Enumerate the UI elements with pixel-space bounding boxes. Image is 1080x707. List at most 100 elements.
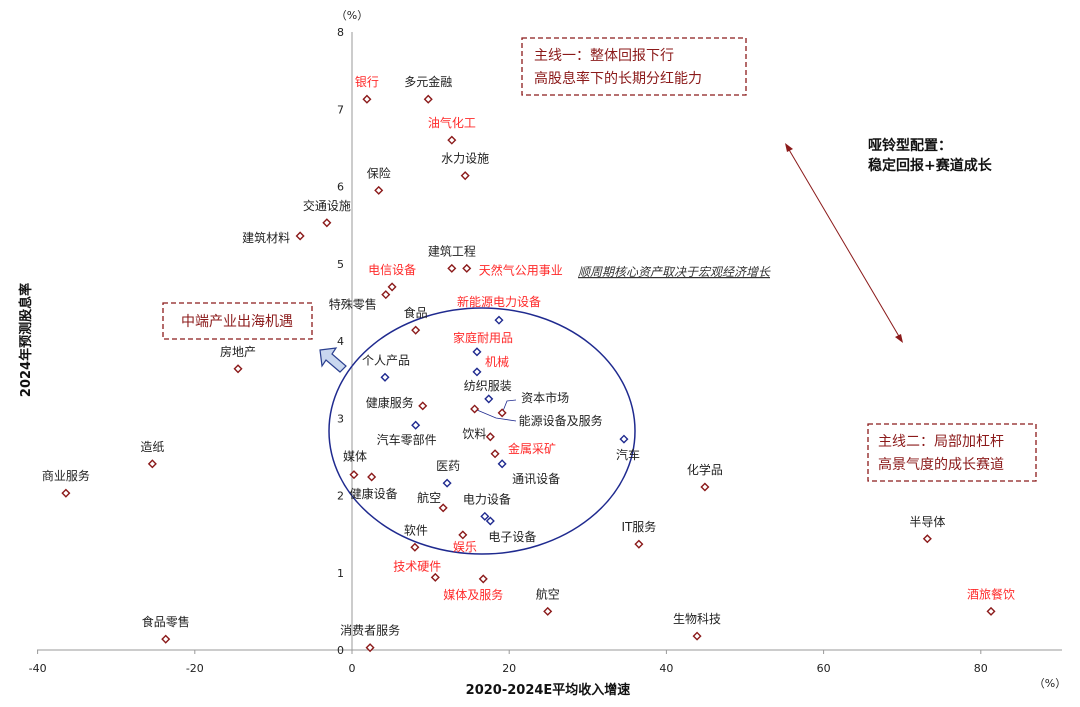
point-marker	[484, 394, 494, 404]
point-label: 电信设备	[368, 263, 416, 277]
point-label: 造纸	[140, 440, 164, 454]
barbell-line2: 稳定回报+赛道成长	[868, 157, 993, 174]
barbell-line1: 哑铃型配置：	[868, 137, 952, 154]
point-label: 媒体及服务	[443, 587, 503, 602]
point-label: 医药	[436, 459, 460, 473]
x-tick-label: 20	[502, 662, 516, 675]
point-label: 保险	[367, 165, 391, 180]
point-marker	[986, 606, 996, 616]
point-label: 航空	[536, 586, 560, 601]
data-point: 消费者服务	[340, 623, 400, 653]
y-tick-label: 4	[337, 335, 344, 348]
point-label: 油气化工	[428, 115, 476, 130]
point-marker	[322, 218, 332, 228]
point-marker	[472, 367, 482, 377]
point-marker	[472, 347, 482, 357]
point-label: 特殊零售	[329, 297, 377, 312]
point-label: 机械	[485, 354, 509, 369]
x-tick-label: 40	[659, 662, 673, 675]
point-label: 娱乐	[453, 540, 477, 554]
point-marker	[458, 530, 468, 540]
point-label: 纺织服装	[464, 379, 512, 393]
point-label: 商业服务	[42, 468, 90, 483]
y-tick-label: 5	[337, 258, 344, 271]
leader-lines	[476, 399, 517, 422]
point-label: 银行	[355, 75, 379, 89]
point-label: 化学品	[687, 462, 723, 477]
point-marker	[233, 364, 243, 374]
cluster-ellipse	[328, 307, 636, 555]
point-marker	[387, 282, 397, 292]
point-marker	[410, 542, 420, 552]
point-marker	[380, 372, 390, 382]
theme2-box: 主线二：局部加杠杆 高景气度的成长赛道	[867, 423, 1037, 482]
point-label: 资本市场	[521, 390, 569, 405]
point-marker	[367, 472, 377, 482]
data-point: 造纸	[140, 440, 164, 469]
point-marker	[485, 516, 495, 526]
point-marker	[447, 263, 457, 273]
point-marker	[462, 263, 472, 273]
point-marker	[497, 459, 507, 469]
data-point: 建筑工程	[428, 243, 476, 273]
x-axis-label: 2020-2024E平均收入增速	[466, 682, 631, 698]
data-point: 资本市场	[497, 390, 569, 418]
point-label: 交通设施	[303, 198, 351, 213]
point-label: 健康服务	[366, 395, 414, 410]
data-point: 媒体	[343, 450, 367, 480]
point-marker	[381, 290, 391, 300]
point-label: 金属采矿	[508, 441, 556, 456]
point-marker	[543, 606, 553, 616]
x-tick-label: -40	[29, 662, 47, 675]
data-point: 能源设备及服务	[470, 404, 603, 428]
y-tick-label: 1	[337, 567, 344, 580]
x-tick-label: 80	[974, 662, 988, 675]
point-marker	[411, 420, 421, 430]
point-label: IT服务	[621, 519, 656, 534]
data-point: 保险	[367, 165, 391, 195]
data-point: 金属采矿	[490, 441, 556, 459]
midstream-text: 中端产业出海机遇	[181, 314, 293, 330]
data-point: 软件	[404, 523, 428, 552]
point-marker	[700, 482, 710, 492]
point-label: 航空	[417, 490, 441, 505]
theme2-line1: 主线二：局部加杠杆	[878, 434, 1004, 450]
data-point: IT服务	[621, 519, 656, 549]
point-marker	[619, 434, 629, 444]
theme1-line2: 高股息率下的长期分红能力	[534, 70, 702, 87]
point-marker	[147, 459, 157, 469]
y-tick-label: 7	[337, 103, 344, 116]
data-point: 油气化工	[428, 115, 476, 145]
y-unit: （%）	[336, 9, 368, 22]
point-label: 建筑材料	[242, 230, 290, 245]
point-marker	[470, 404, 480, 414]
point-marker	[161, 634, 171, 644]
data-point: 银行	[355, 75, 379, 104]
point-marker	[418, 401, 428, 411]
y-tick-label: 0	[337, 644, 344, 657]
point-marker	[460, 171, 470, 181]
data-point: 汽车	[616, 434, 640, 462]
point-marker	[362, 94, 372, 104]
point-label: 房地产	[220, 344, 256, 359]
point-marker	[349, 470, 359, 480]
point-marker	[447, 135, 457, 145]
data-point: 新能源电力设备	[457, 294, 541, 325]
point-label: 建筑工程	[428, 243, 476, 258]
data-point: 健康服务	[366, 395, 428, 411]
data-point: 化学品	[687, 462, 723, 492]
point-marker	[490, 449, 500, 459]
point-label: 天然气公用事业	[479, 262, 563, 277]
point-marker	[295, 231, 305, 241]
data-point: 纺织服装	[464, 379, 512, 404]
point-marker	[485, 432, 495, 442]
point-label: 软件	[404, 523, 428, 537]
point-marker	[430, 572, 440, 582]
point-label: 技术硬件	[393, 559, 441, 573]
point-marker	[61, 488, 71, 498]
point-marker	[494, 315, 504, 325]
y-tick-label: 2	[337, 490, 344, 503]
data-point: 水力设施	[441, 152, 489, 181]
x-tick-label: -20	[186, 662, 204, 675]
